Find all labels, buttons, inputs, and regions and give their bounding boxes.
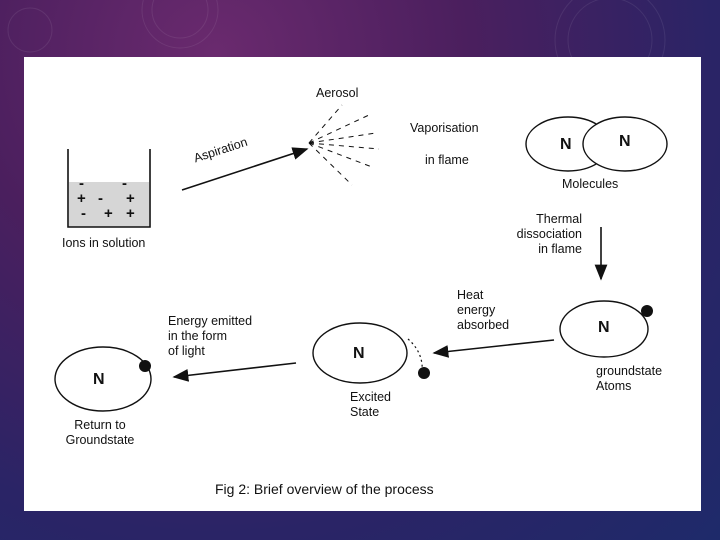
ion-3: +: [77, 190, 86, 207]
ion-1: -: [79, 175, 84, 192]
aerosol-spray: [308, 104, 380, 186]
excited-electron-path: [407, 338, 423, 374]
excited-state-label: Excited State: [350, 390, 391, 419]
ion-2: -: [122, 175, 127, 192]
process-diagram: [54, 104, 668, 412]
ion-5: +: [126, 190, 135, 207]
heat-energy-arrow: [432, 339, 555, 358]
beaker: [67, 149, 151, 228]
returned-electron: [139, 360, 151, 372]
groundstate-atom-symbol: N: [598, 319, 610, 336]
thermal-dissociation-label: Thermal dissociation in flame: [516, 212, 582, 256]
excited-atom-symbol: N: [353, 345, 365, 362]
ion-4: -: [98, 190, 103, 207]
excited-electron: [418, 367, 430, 379]
return-to-groundstate-label: Return to Groundstate: [65, 418, 135, 447]
groundstate-atoms-label: groundstate Atoms: [596, 364, 663, 393]
returned-atom-symbol: N: [93, 371, 105, 388]
energy-emitted-label: Energy emitted in the form of light: [168, 314, 253, 358]
molecules-label: Molecules: [562, 177, 619, 191]
ion-7: +: [104, 205, 113, 222]
aspiration-arrow: [181, 147, 309, 191]
groundstate-atom: [559, 300, 649, 358]
excited-atom: [312, 322, 408, 384]
emission-arrow: [172, 362, 297, 382]
figure-caption: Fig 2: Brief overview of the process: [215, 481, 434, 497]
aerosol-label: Aerosol: [316, 86, 359, 100]
in-flame-label: in flame: [425, 153, 469, 167]
heat-energy-label: Heat energy absorbed: [457, 288, 510, 332]
vaporisation-label: Vaporisation: [410, 121, 479, 135]
ion-6: -: [81, 205, 86, 222]
groundstate-electron: [641, 305, 653, 317]
molecule-atom-right: N: [619, 133, 631, 150]
ion-8: +: [126, 205, 135, 222]
molecule: [525, 116, 668, 172]
ions-in-solution-label: Ions in solution: [62, 236, 146, 250]
returned-atom: [54, 346, 152, 412]
diagram-panel: - - + - + - + + N N N N N Aerosol Aspira…: [24, 57, 701, 511]
molecule-atom-left: N: [560, 136, 572, 153]
